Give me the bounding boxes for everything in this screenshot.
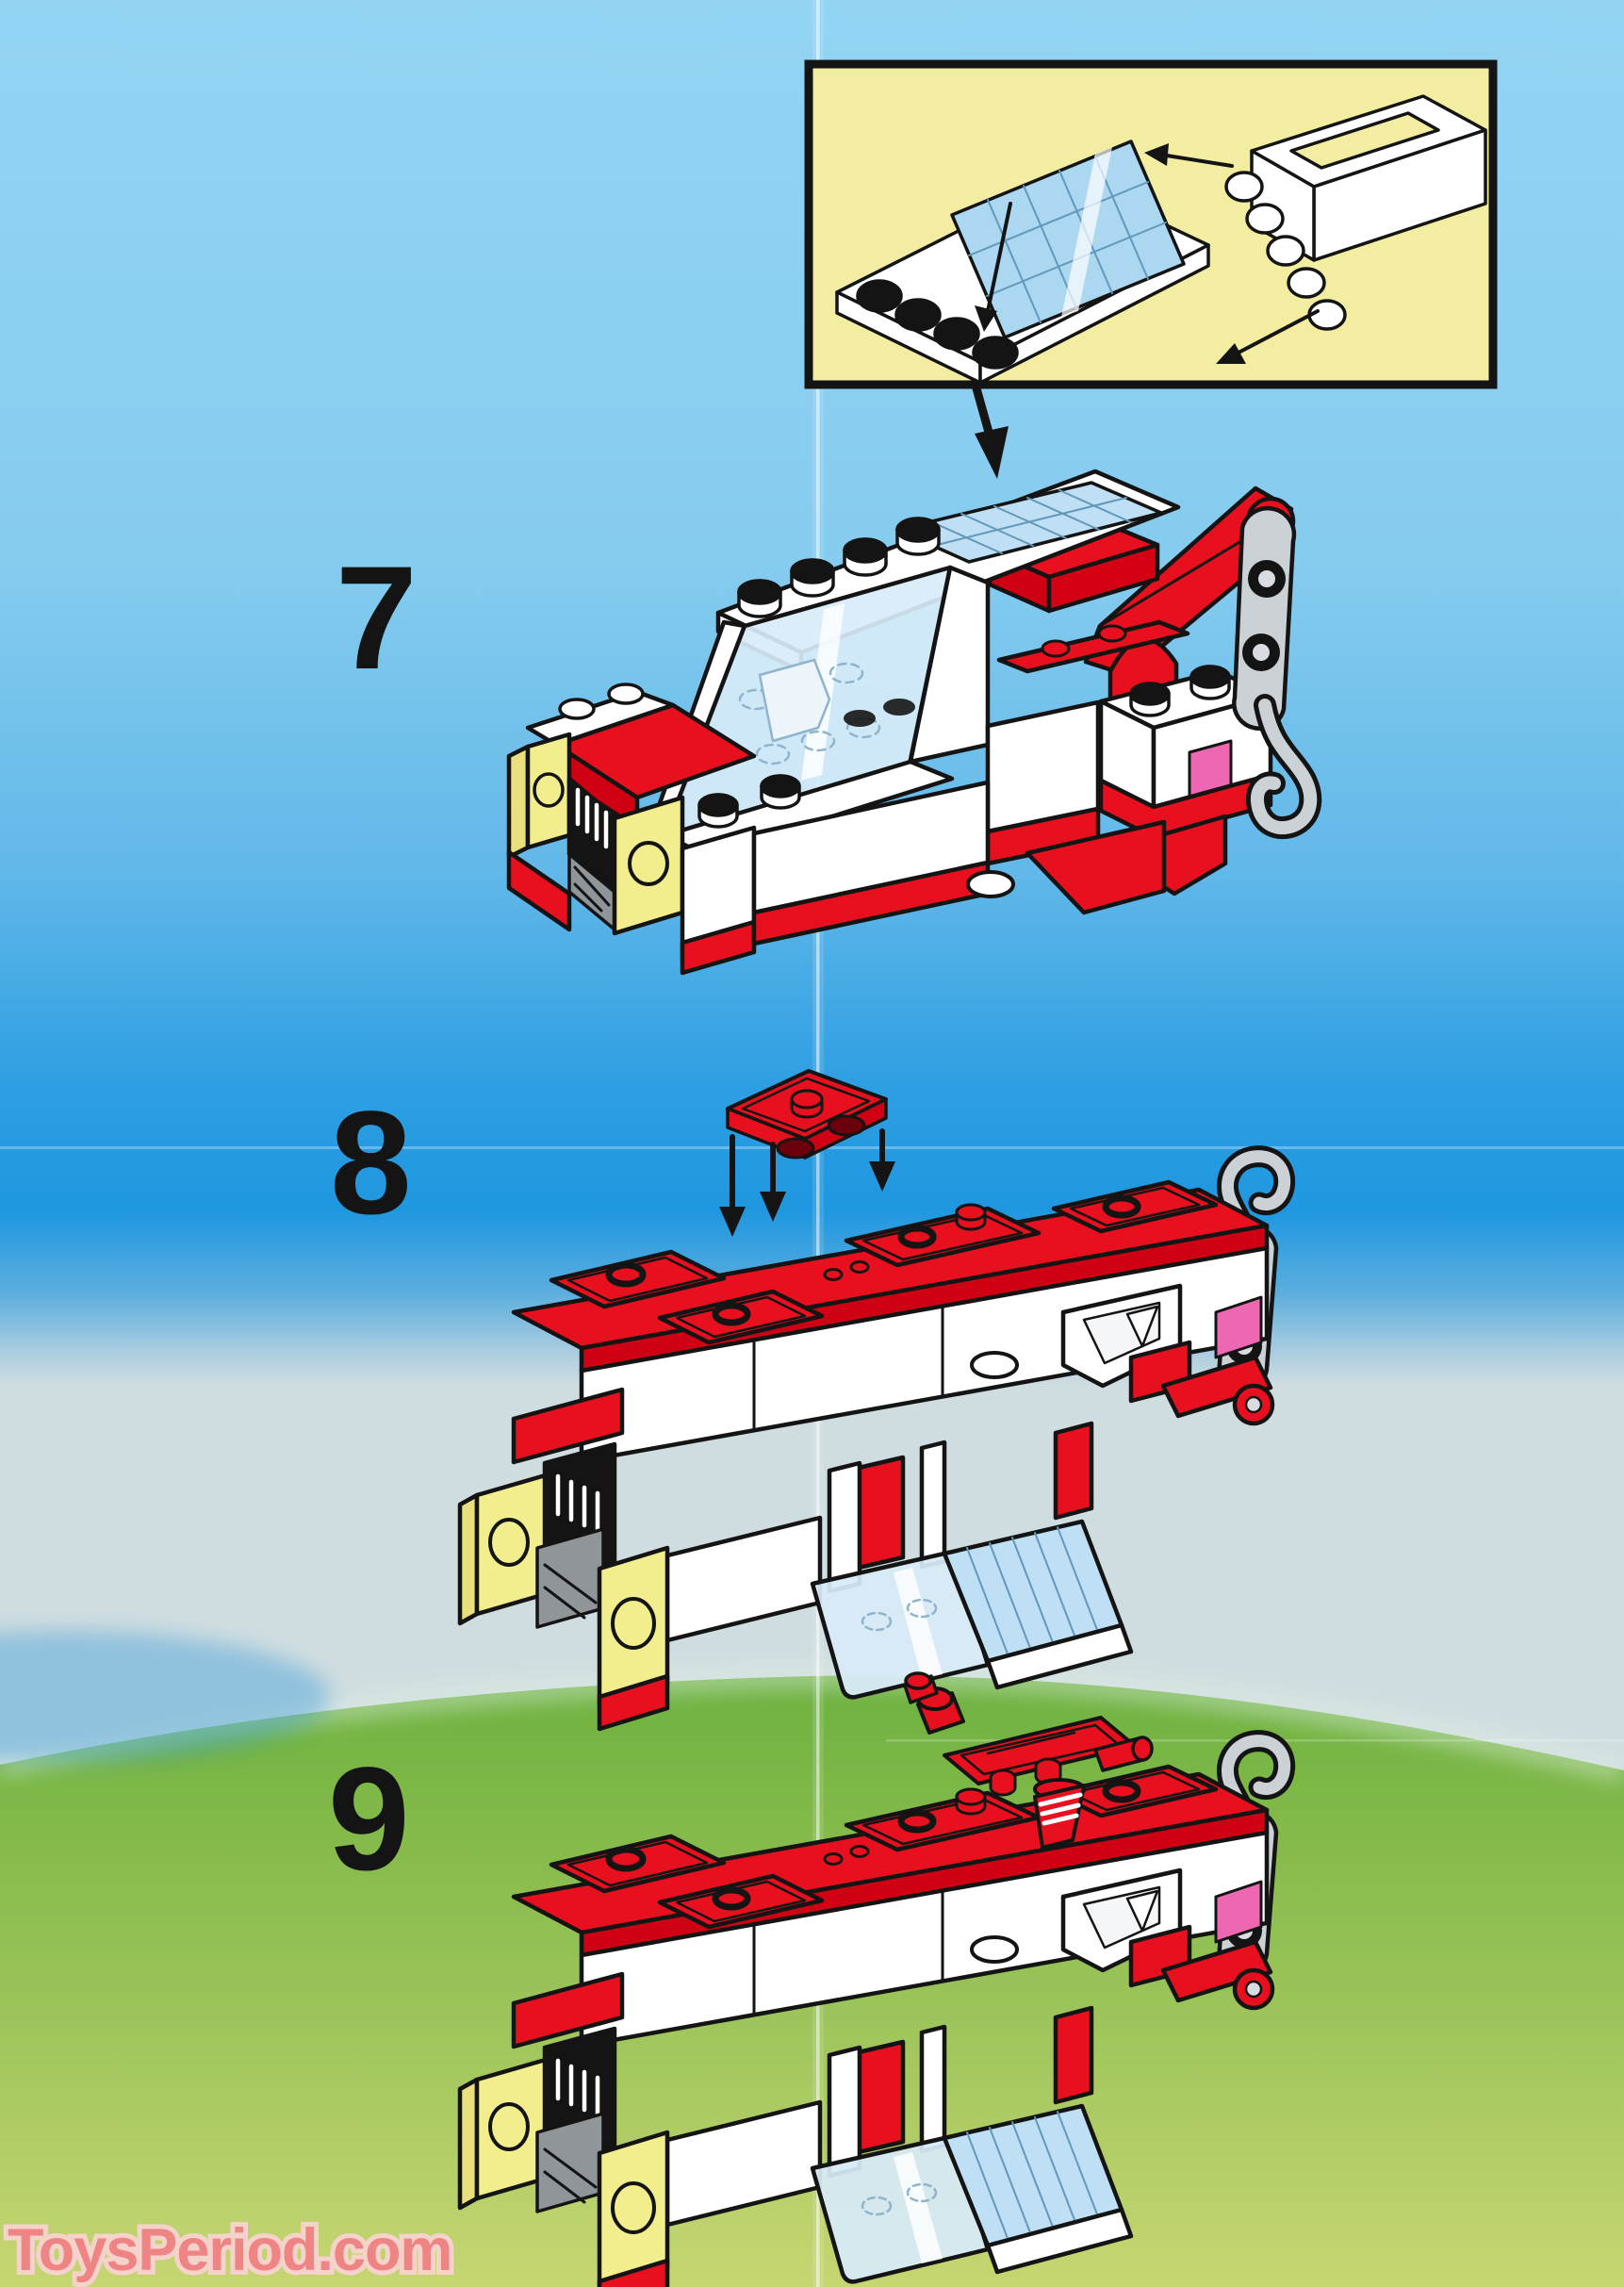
- window-frame: [1224, 94, 1487, 331]
- rear-step: [1025, 819, 1167, 915]
- watermark: ToysPeriod.com: [3, 2213, 457, 2287]
- step7-model: [506, 469, 1322, 976]
- step8-model: [460, 1069, 1285, 1729]
- headlight: [533, 772, 565, 808]
- assembly-arrows: [719, 1128, 895, 1237]
- seat-ghost: [758, 658, 831, 743]
- cab-roof: [715, 469, 1181, 674]
- glass-pane: [950, 140, 1186, 339]
- down-arrow: [972, 384, 1009, 479]
- tool-attachments: [903, 1671, 1154, 1850]
- headlight: [628, 841, 669, 886]
- assembly-arrows: [1144, 143, 1320, 364]
- handle-slot: [966, 870, 1015, 898]
- step-number-7: 7: [336, 536, 418, 700]
- inset-detail-box: [804, 59, 1498, 479]
- step9-model: [460, 1671, 1285, 2287]
- step-number-9: 9: [328, 1737, 410, 1901]
- step-number-8: 8: [330, 1081, 412, 1245]
- watermark-text: ToysPeriod.com: [8, 2217, 451, 2283]
- stud: [856, 279, 903, 313]
- front-end: [506, 683, 1167, 976]
- part-callout: [719, 1069, 895, 1237]
- tow-hook: [1232, 505, 1322, 839]
